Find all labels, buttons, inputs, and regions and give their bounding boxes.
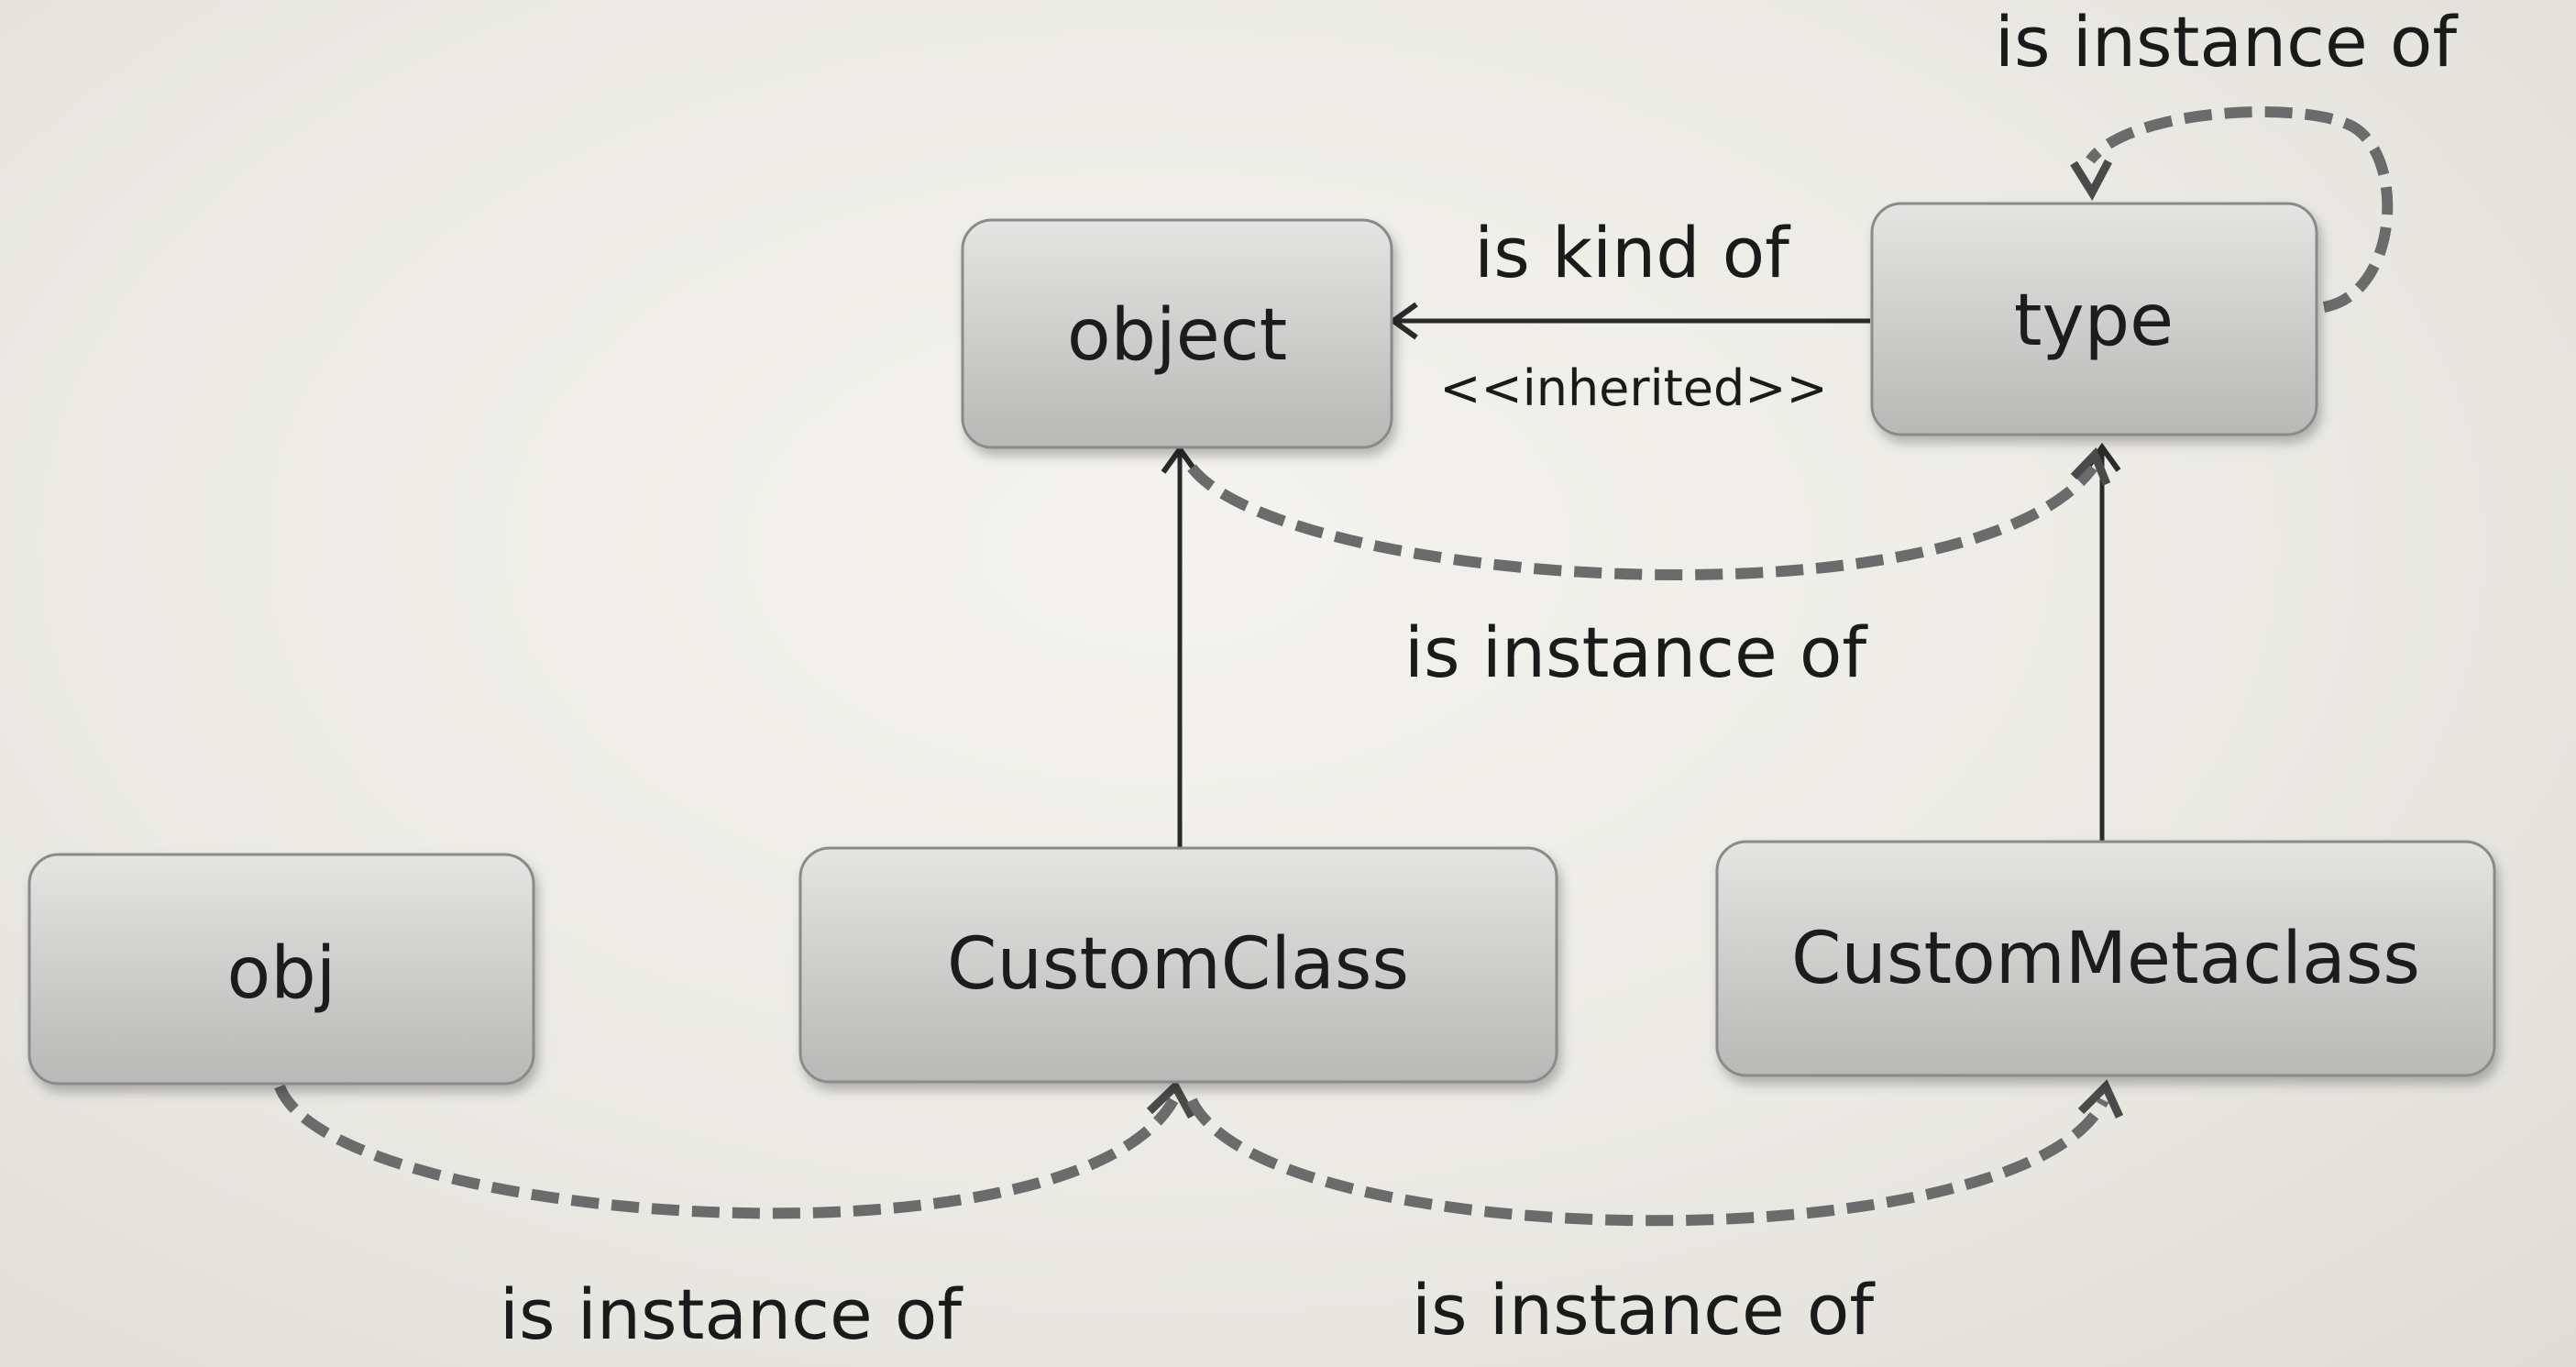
node-customclass: CustomClass xyxy=(798,846,1558,1084)
node-type: type xyxy=(1870,202,2318,436)
dashed-curve xyxy=(1187,464,2097,580)
edge-object-to-type-instance xyxy=(1187,446,2111,580)
node-label: CustomMetaclass xyxy=(1791,918,2420,1000)
edge-customclass-to-custommetaclass-instance xyxy=(1186,1079,2124,1227)
node-label: CustomClass xyxy=(947,923,1409,1006)
label-type-to-object: is kind of xyxy=(1474,212,1791,293)
arrowhead-icon xyxy=(1146,1079,1195,1119)
node-box xyxy=(961,218,1393,449)
node-box xyxy=(28,853,535,1086)
edge-type-self-instance xyxy=(2070,106,2394,313)
node-label: obj xyxy=(227,932,336,1015)
arrowhead-icon xyxy=(2070,446,2111,486)
dashed-curve xyxy=(274,1084,1179,1219)
dashed-loop xyxy=(2086,106,2394,313)
node-label: object xyxy=(1067,294,1287,377)
label-type-self-instance: is instance of xyxy=(1995,1,2459,83)
arrowhead-icon xyxy=(2077,1079,2124,1119)
node-custommetaclass: CustomMetaclass xyxy=(1715,840,2496,1077)
label-customclass-to-custommetaclass-instance: is instance of xyxy=(1412,1269,1876,1350)
node-box xyxy=(1870,202,2318,436)
label-inherited-stereotype: <<inherited>> xyxy=(1439,359,1828,417)
edge-obj-to-customclass-instance xyxy=(274,1079,1195,1219)
node-box xyxy=(798,846,1558,1084)
node-box xyxy=(1715,840,2496,1077)
edge-type-to-object xyxy=(1388,302,1870,340)
arrowhead-icon xyxy=(1161,444,1199,474)
node-object: object xyxy=(961,218,1393,449)
edge-custommetaclass-to-type xyxy=(2083,442,2121,842)
label-object-to-type-instance: is instance of xyxy=(1404,612,1868,693)
label-obj-to-customclass-instance: is instance of xyxy=(500,1273,963,1355)
arrowhead-icon xyxy=(2070,159,2112,202)
edge-customclass-to-object xyxy=(1161,444,1199,848)
node-obj: obj xyxy=(28,853,535,1086)
dashed-curve xyxy=(1186,1097,2109,1227)
node-label: type xyxy=(2014,280,2174,362)
arrowhead-icon xyxy=(1388,302,1418,340)
